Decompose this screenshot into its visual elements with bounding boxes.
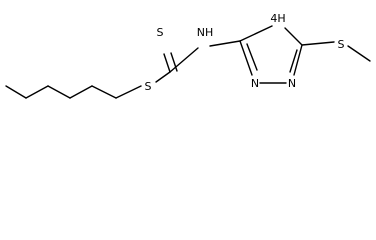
- bond-pentyl-to-s: [115, 85, 142, 99]
- bond-pentyl-3: [47, 85, 71, 99]
- bond-pentyl-1: [5, 85, 27, 99]
- bond-pentyl-2: [25, 85, 49, 99]
- bond-ring-c3-n4: [239, 25, 273, 42]
- ring-nh-label: 4H: [270, 12, 285, 25]
- bond-ring-c5-n1-double: [289, 49, 298, 73]
- bond-ring-c5-n1: [293, 44, 303, 76]
- bond-c-to-ns-double-b: [170, 52, 178, 72]
- bond-ring-n2-c3-double: [246, 43, 258, 71]
- ring-n2-label: N: [251, 77, 259, 90]
- bond-c-to-nh: [169, 47, 199, 73]
- bond-s-to-c: [155, 71, 171, 83]
- bond-ring-n4-c5: [284, 27, 303, 46]
- thione-sulfur-label: S: [157, 26, 164, 39]
- bond-s-to-methyl: [347, 45, 371, 62]
- bond-c-to-ns-double-a: [163, 53, 171, 73]
- ring-n1-label: N: [288, 77, 296, 90]
- bond-c5-to-s: [301, 41, 335, 46]
- ester-sulfur-label: S: [145, 80, 152, 93]
- bond-nh-to-ring: [209, 40, 241, 47]
- bond-pentyl-4: [69, 85, 93, 99]
- bond-pentyl-5: [91, 85, 117, 99]
- amine-nh-label: NH: [197, 26, 214, 39]
- bond-ring-n2-c3: [239, 40, 253, 76]
- methylthio-sulfur-label: S: [338, 38, 345, 51]
- molecule-structure: S NH 4H S S N N: [5, 12, 371, 99]
